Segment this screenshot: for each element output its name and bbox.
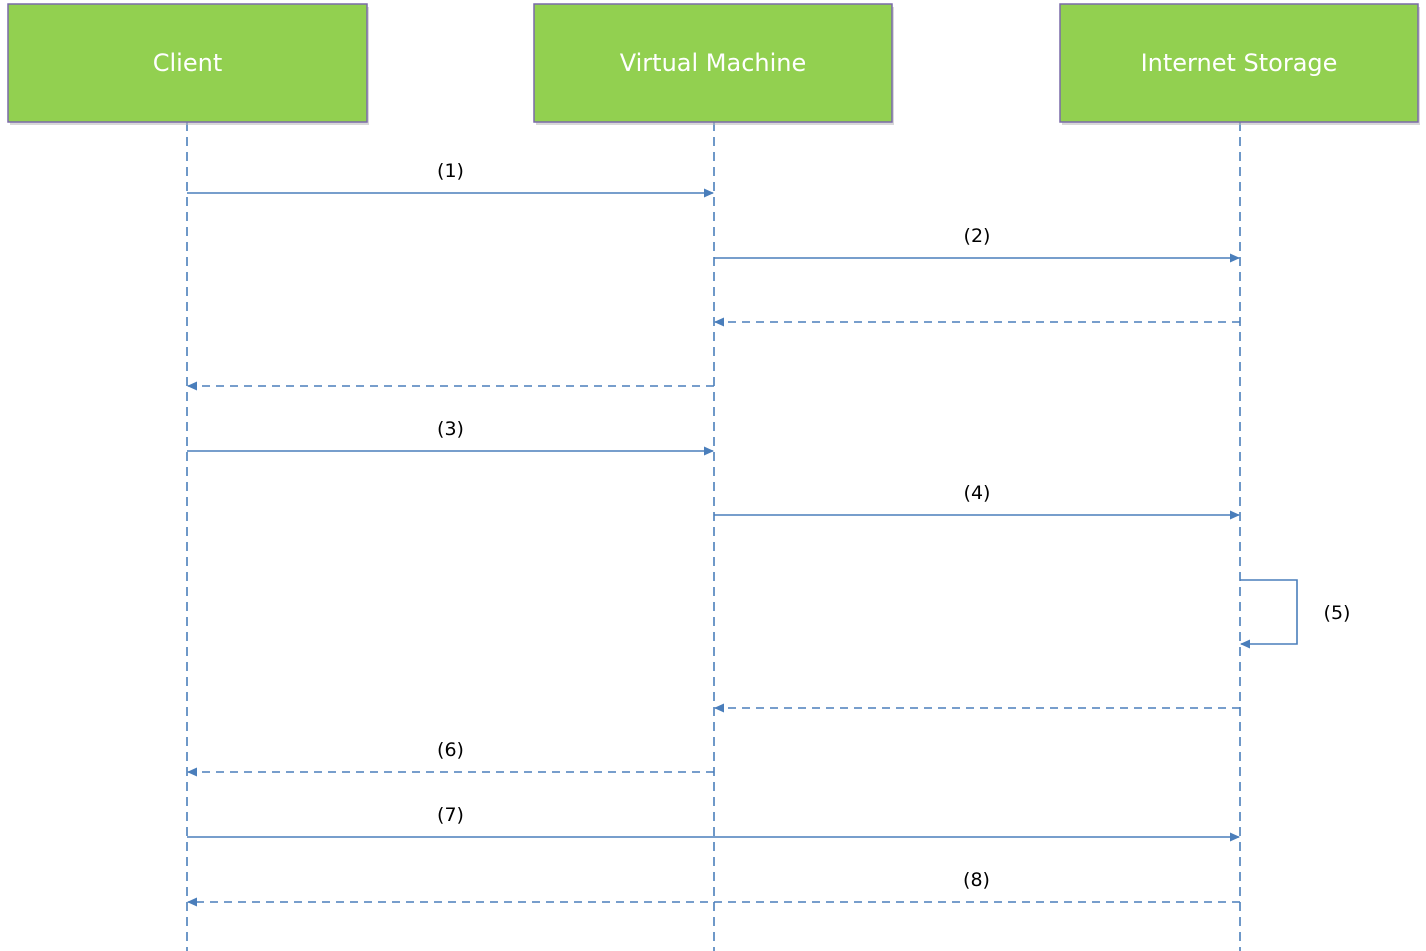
message-10: (7) xyxy=(187,804,1240,842)
message-label: (5) xyxy=(1324,602,1351,624)
message-label: (8) xyxy=(963,869,990,891)
actor-label: Internet Storage xyxy=(1141,49,1338,77)
message-11: (8) xyxy=(187,869,1240,907)
message-2: (2) xyxy=(714,225,1240,263)
message-label: (2) xyxy=(964,225,991,247)
message-label: (4) xyxy=(964,482,991,504)
message-label: (1) xyxy=(437,160,464,182)
self-message-arrow xyxy=(1240,579,1298,649)
actor-client: Client xyxy=(7,3,369,125)
message-label: (3) xyxy=(437,418,464,440)
actor-vm: Virtual Machine xyxy=(533,3,894,125)
lifelines xyxy=(186,122,1241,951)
message-7: (5) xyxy=(1240,579,1351,649)
actor-box xyxy=(533,3,893,123)
actor-label: Client xyxy=(153,49,222,77)
messages: (1) (2) (3) (4) (5) (6) (7) (8) xyxy=(187,160,1351,907)
actor-box xyxy=(7,3,368,123)
message-label: (6) xyxy=(437,739,464,761)
actor-label: Virtual Machine xyxy=(620,49,807,77)
message-9: (6) xyxy=(187,739,714,777)
message-5: (3) xyxy=(187,418,714,456)
actor-storage: Internet Storage xyxy=(1059,3,1420,125)
message-1: (1) xyxy=(187,160,714,198)
message-6: (4) xyxy=(714,482,1240,520)
actors: Client Virtual Machine Internet Storage xyxy=(7,3,1420,125)
actor-box xyxy=(1059,3,1419,123)
message-label: (7) xyxy=(437,804,464,826)
